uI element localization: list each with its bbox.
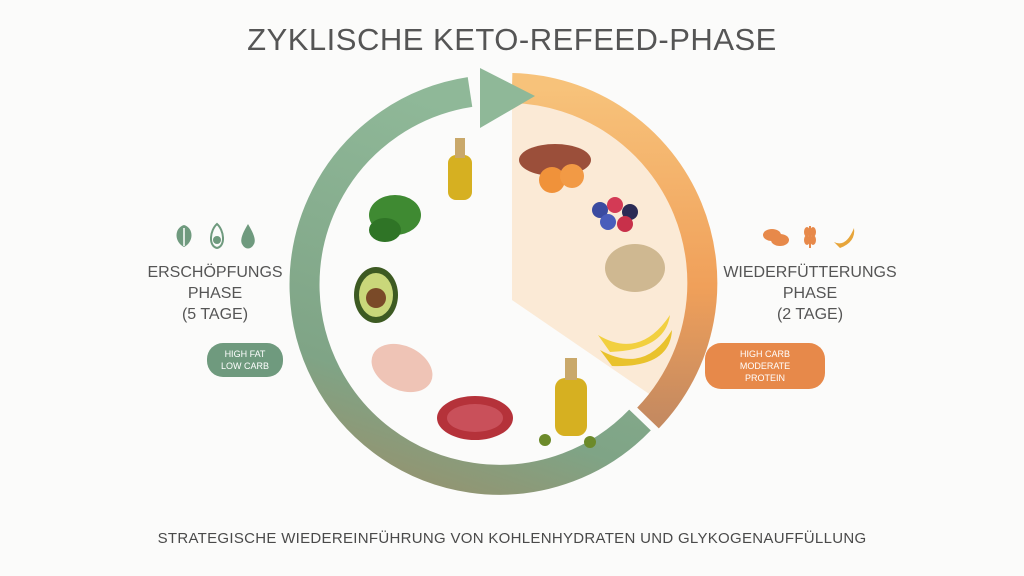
avocado-icon bbox=[210, 222, 224, 250]
potato-icon bbox=[763, 229, 789, 246]
sweet-potato bbox=[519, 144, 591, 193]
avocado bbox=[354, 267, 398, 323]
badge-line: LOW CARB bbox=[220, 361, 269, 371]
badge-line: HIGH CARB bbox=[739, 349, 790, 359]
steak bbox=[437, 396, 513, 440]
olive-oil-with-olives bbox=[539, 358, 596, 448]
footer-caption: STRATEGISCHE WIEDEREINFÜHRUNG VON KOHLEN… bbox=[157, 530, 867, 547]
phase-name: ERSCHÖPFUNGS bbox=[147, 264, 283, 281]
banana-icon bbox=[834, 228, 855, 248]
berries bbox=[592, 197, 638, 232]
phase-duration: (2 TAGE) bbox=[776, 306, 844, 323]
refeed-phase-panel: WIEDERFÜTTERUNGS PHASE (2 TAGE) HIGH CAR… bbox=[705, 222, 915, 389]
bananas bbox=[598, 315, 672, 367]
wheat-icon bbox=[804, 226, 816, 248]
cycle-arc-right bbox=[511, 73, 718, 429]
cycle-arc-left bbox=[289, 77, 651, 495]
macro-badge: HIGH CARB MODERATE PROTEIN bbox=[705, 343, 825, 389]
badge-line: HIGH FAT bbox=[224, 349, 266, 359]
quinoa bbox=[605, 244, 665, 292]
depletion-phase-panel: ERSCHÖPFUNGS PHASE (5 TAGE) HIGH FAT LOW… bbox=[130, 222, 300, 377]
chicken-breast bbox=[371, 343, 433, 393]
badge-line: MODERATE PROTEIN bbox=[739, 361, 791, 383]
phase-name-2: PHASE bbox=[782, 285, 838, 302]
phase-name: WIEDERFÜTTERUNGS bbox=[723, 264, 897, 281]
phase-duration: (5 TAGE) bbox=[181, 306, 249, 323]
olive-oil-bottle bbox=[448, 138, 472, 200]
phase-name-2: PHASE bbox=[187, 285, 243, 302]
spinach bbox=[369, 195, 421, 242]
page-title: ZYKLISCHE KETO-REFEED-PHASE bbox=[247, 22, 777, 57]
macro-badge: HIGH FAT LOW CARB bbox=[206, 343, 283, 377]
oil-drop-icon bbox=[241, 224, 255, 249]
spinach-icon bbox=[176, 225, 192, 247]
cycle-arrow-head bbox=[480, 68, 535, 128]
